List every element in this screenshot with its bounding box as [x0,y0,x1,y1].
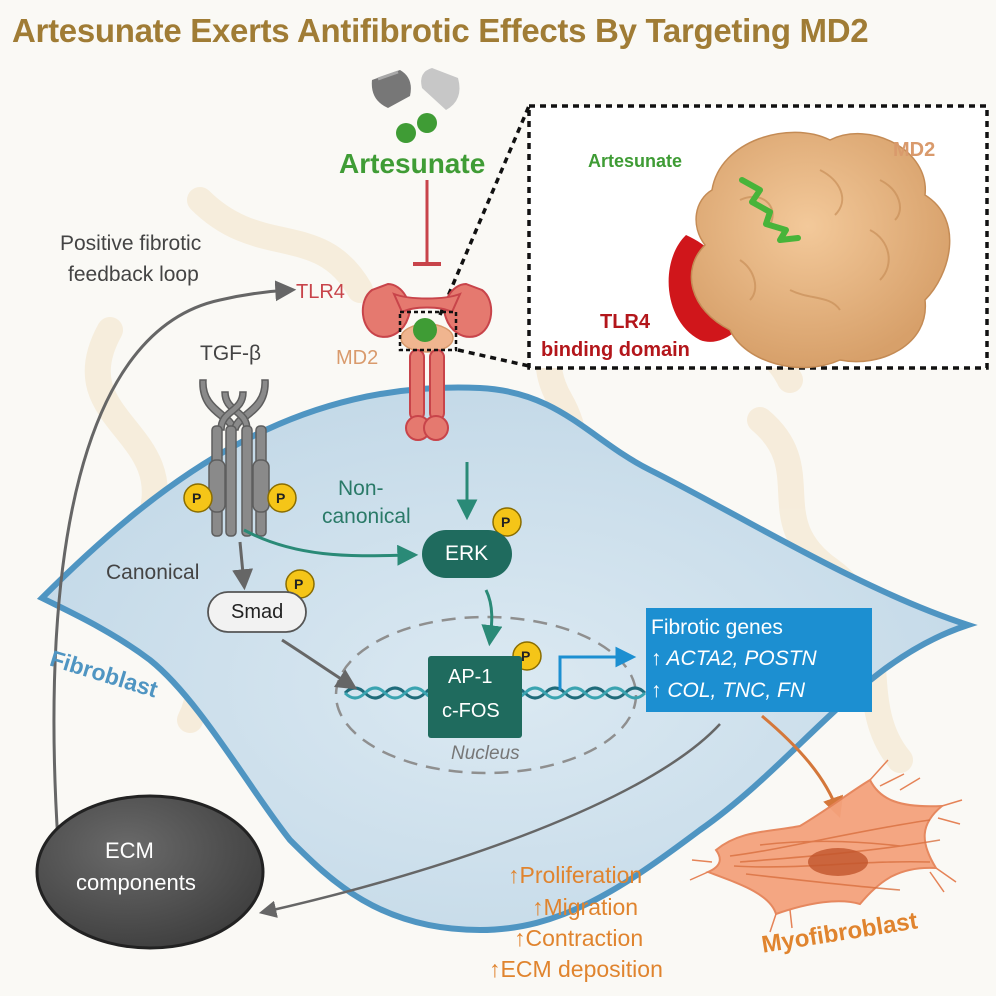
feedback-label-2: feedback loop [68,263,199,286]
erk-protein [422,530,512,578]
myofibroblast-cell [689,759,963,933]
phospho-site [183,483,213,513]
ecm-label-1: ECM [105,838,154,863]
fibrotic-genes-box [646,608,872,712]
effect-item-ecm-deposition: ↑ECM deposition [489,956,663,982]
canonical-arrow [232,541,254,591]
inset-binding-label-2: binding domain [541,339,690,361]
figure-title: Artesunate Exerts Antifibrotic Effects B… [12,12,869,49]
phospho-label: P [501,514,511,530]
noncanonical-arrow [243,528,419,566]
artesunate-label: Artesunate [339,148,486,179]
phospho-site [492,507,522,537]
tlr4-label: TLR4 [296,281,345,303]
inset-binding-label-1: TLR4 [600,311,650,333]
phospho-label: P [192,490,202,506]
tgfb-receptor [199,379,270,537]
nucleus-envelope [334,615,638,775]
artesunate-ligand [739,177,801,243]
inset-artesunate-label: Artesunate [588,151,683,171]
effect-item-contraction: ↑Contraction [514,925,644,951]
to-myofibroblast-arrow [761,714,844,818]
erk-label: ERK [445,542,489,565]
capsule-icon [371,68,460,110]
smad-to-dna-arrow [281,638,358,690]
genes-line-1: ↑ ACTA2, POSTN [651,647,817,670]
nucleus-label: Nucleus [451,743,520,764]
genes-line-2: ↑ COL, TNC, FN [651,679,806,702]
feedback-label-1: Positive fibrotic [60,232,202,255]
phospho-site [267,483,297,513]
zoom-line-top [438,105,531,316]
md2-label: MD2 [336,347,379,369]
phospho-label: P [521,648,531,664]
ap1-cfos-protein [428,656,522,738]
tgfb-label: TGF-β [200,342,262,365]
feedback-loop-arrow [52,280,297,843]
phospho-label: P [294,576,304,592]
drug-pill-icon [417,113,437,133]
transcription-arrow [558,646,637,690]
ecm-label-2: components [76,870,196,895]
erk-to-ap1-arrow [481,589,503,647]
ecm-components-node [35,794,265,950]
ap1-label: AP-1 [448,666,493,688]
genes-heading: Fibrotic genes [651,616,783,639]
tlr4-md2-receptor [361,282,493,441]
md2-protein-surface [668,131,951,369]
drug-pill-icon [396,123,416,143]
cfos-label: c-FOS [442,700,500,722]
canonical-label: Canonical [106,561,200,584]
genes-to-ecm-arrow [258,723,721,918]
noncanonical-label-2: canonical [322,505,411,528]
phospho-label: P [276,490,286,506]
smad-protein [207,591,307,633]
smad-label: Smad [231,601,284,623]
noncanonical-label-1: Non- [338,477,384,500]
effect-item-migration: ↑Migration [532,894,639,920]
inset-md2-label: MD2 [893,139,936,161]
zoom-line-bottom [457,348,530,368]
effect-item-proliferation: ↑Proliferation [508,862,643,888]
